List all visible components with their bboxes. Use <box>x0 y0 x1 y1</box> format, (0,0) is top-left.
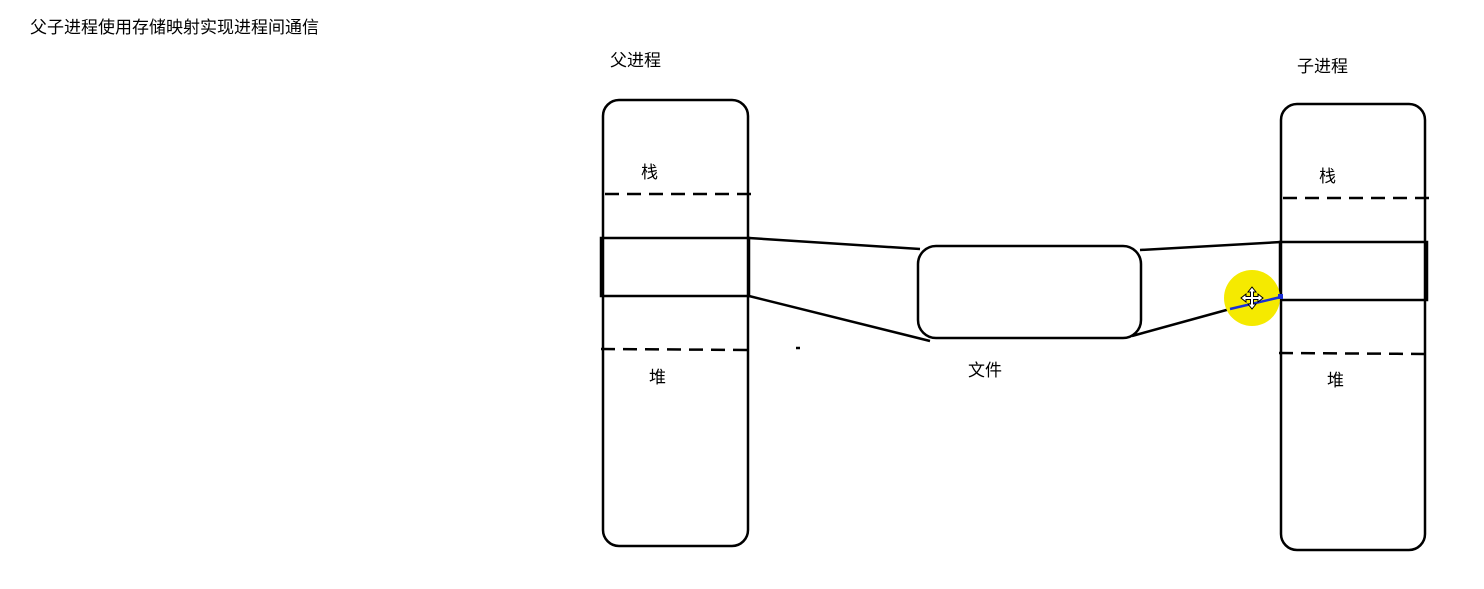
move-cursor-icon <box>1240 286 1264 310</box>
parent-process-label: 父进程 <box>610 51 661 71</box>
child-heap-label: 堆 <box>1327 371 1344 391</box>
parent-stack-label: 栈 <box>641 163 658 183</box>
diagram-title: 父子进程使用存储映射实现进程间通信 <box>30 18 319 38</box>
child-heap-divider <box>1278 351 1429 356</box>
parent-map-line-top <box>748 236 921 251</box>
child-map-line-top <box>1139 240 1282 252</box>
parent-process-block <box>601 98 750 548</box>
file-label: 文件 <box>968 361 1002 381</box>
child-stack-label: 栈 <box>1319 167 1336 187</box>
child-process-label: 子进程 <box>1297 57 1348 77</box>
drawing-line <box>1229 295 1282 311</box>
child-mapped-region <box>1278 240 1429 302</box>
line-handle[interactable] <box>1278 294 1283 299</box>
parent-map-line-bottom <box>748 294 931 343</box>
child-map-line-bottom <box>1131 307 1231 338</box>
file-block <box>916 244 1143 340</box>
child-process-block <box>1279 102 1427 552</box>
parent-mapped-region <box>599 236 751 298</box>
parent-heap-divider <box>600 347 753 352</box>
parent-heap-label: 堆 <box>649 368 666 388</box>
